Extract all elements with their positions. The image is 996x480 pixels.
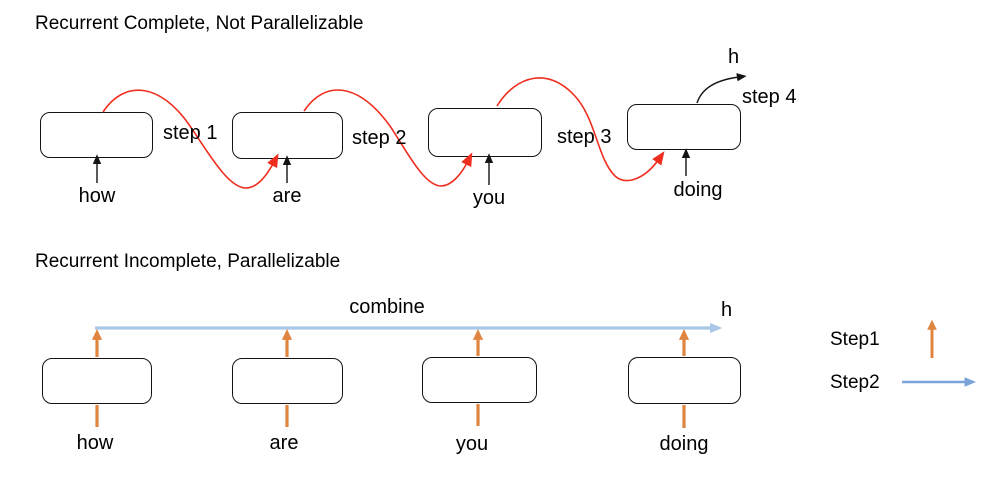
word-are-top: are <box>272 185 302 207</box>
hidden-state-label-top: h <box>728 46 740 68</box>
legend-step2-label: Step2 <box>830 372 880 393</box>
recurrent-arrow-step2 <box>303 89 473 187</box>
word-how-top: how <box>78 185 116 207</box>
top-section-title: Recurrent Complete, Not Parallelizable <box>35 13 364 34</box>
bottom-section-title: Recurrent Incomplete, Parallelizable <box>35 251 341 272</box>
rnn-cell-bottom-4 <box>628 357 741 404</box>
rnn-cell-top-1 <box>40 112 153 158</box>
word-are-bottom: are <box>269 432 299 454</box>
output-arrow-step4 <box>696 73 747 104</box>
step4-label: step 4 <box>742 86 797 108</box>
rnn-cell-bottom-1 <box>42 358 152 404</box>
word-doing-top: doing <box>673 179 723 201</box>
hidden-state-label-bottom: h <box>721 299 733 321</box>
step3-label: step 3 <box>557 126 612 148</box>
word-how-bottom: how <box>76 432 114 454</box>
step1-label: step 1 <box>163 122 218 144</box>
legend-step1-label: Step1 <box>830 329 880 350</box>
word-you-top: you <box>472 187 506 209</box>
recurrent-arrow-step3 <box>496 77 665 182</box>
rnn-cell-bottom-3 <box>422 357 537 403</box>
rnn-cell-bottom-2 <box>232 358 343 404</box>
combine-label: combine <box>349 296 425 318</box>
word-you-bottom: you <box>455 433 489 455</box>
word-doing-bottom: doing <box>659 433 709 455</box>
rnn-cell-top-4 <box>627 104 741 150</box>
recurrent-arrow-step1 <box>102 89 279 189</box>
step2-label: step 2 <box>352 127 407 149</box>
rnn-cell-top-2 <box>232 112 343 159</box>
